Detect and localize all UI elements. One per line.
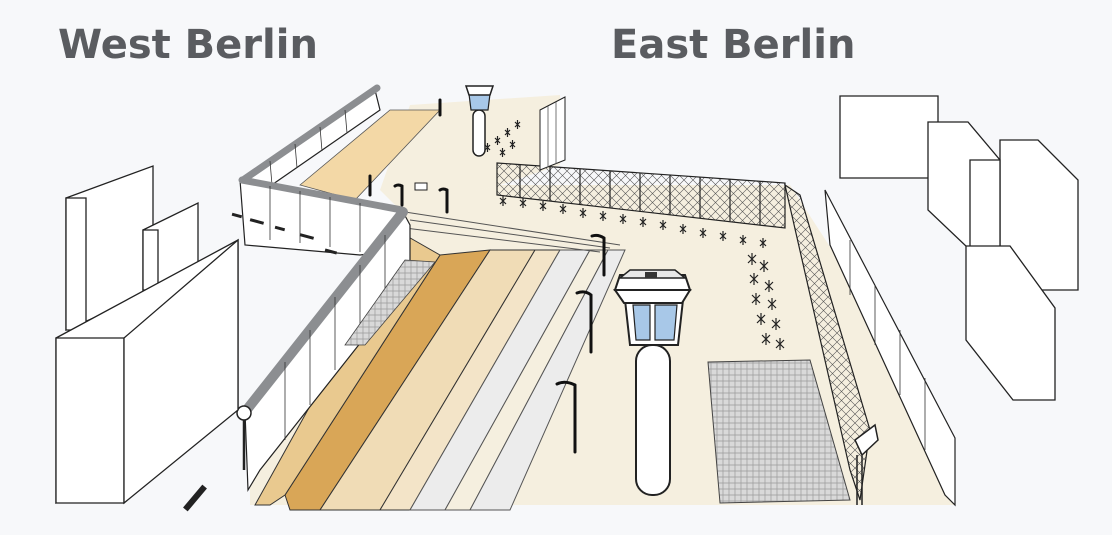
inner-wall-left-panels <box>269 186 361 252</box>
west-buildings <box>55 165 239 505</box>
west-ground-debris <box>183 212 338 512</box>
tank-traps <box>484 120 785 350</box>
right-outer-wall <box>824 189 956 507</box>
back-fence-posts <box>519 165 761 225</box>
small-box <box>414 182 428 191</box>
grate-field <box>707 359 851 504</box>
far-fence-bars <box>547 102 557 167</box>
patrol-road-3 <box>469 249 626 511</box>
back-signal-fence <box>496 162 786 229</box>
watch-tower-front <box>613 269 692 496</box>
lamp-posts <box>368 98 606 454</box>
inner-wall-left-cap <box>238 176 406 214</box>
east-buildings <box>839 95 1079 401</box>
strip-bands <box>404 211 621 253</box>
east-berlin-label: East Berlin <box>611 22 856 68</box>
wall-base-grate <box>344 259 436 346</box>
right-signal-fence <box>784 183 871 501</box>
gate-structure <box>854 423 879 505</box>
west-berlin-label: West Berlin <box>58 22 318 68</box>
right-wall-panels <box>849 240 926 450</box>
front-wall-cap-end <box>236 405 252 421</box>
far-fence <box>539 96 566 171</box>
back-wall-panels <box>269 109 348 186</box>
watch-tower-back <box>464 85 495 157</box>
back-wall-cap <box>239 84 381 184</box>
front-wall-cap <box>240 207 408 417</box>
